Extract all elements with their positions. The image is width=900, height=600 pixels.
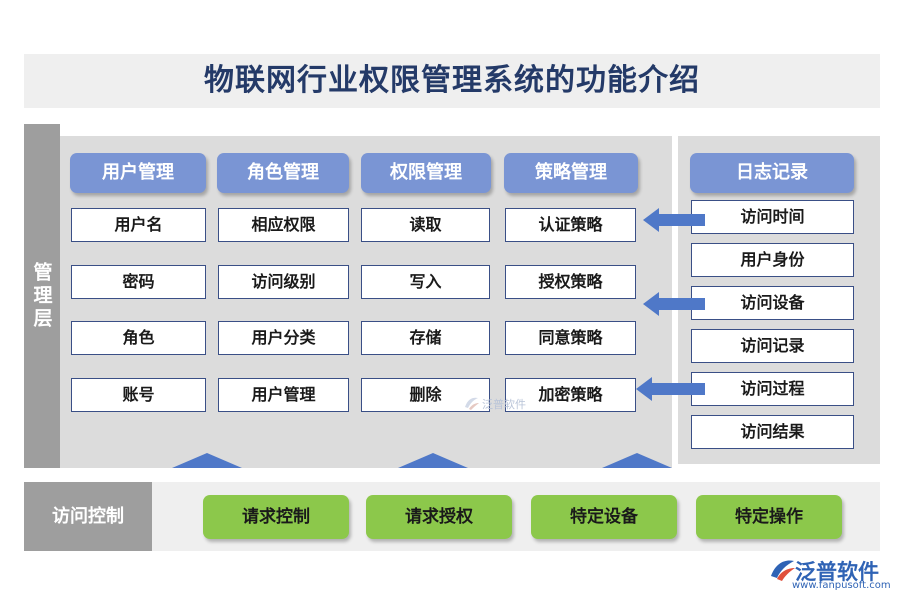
side-label: 管理层 [30,261,53,331]
cell-read: 读取 [361,208,490,242]
cell-store: 存储 [361,321,490,355]
diagram-title: 物联网行业权限管理系统的功能介绍 [204,63,700,98]
log-user-identity: 用户身份 [691,243,854,277]
logo-url: www.fanpusoft.com [792,580,891,591]
cell-access-level: 访问级别 [218,265,349,299]
header-policy-management: 策略管理 [504,153,638,193]
watermark-logo-icon [465,397,479,410]
watermark-text: 泛普软件 [482,398,526,411]
log-access-result: 访问结果 [691,415,854,449]
arrow-up-1 [172,453,242,468]
cell-permissions: 相应权限 [218,208,349,242]
log-access-device: 访问设备 [691,286,854,320]
cell-user-category: 用户分类 [218,321,349,355]
cell-account: 账号 [71,378,206,412]
header-role-management: 角色管理 [217,153,349,193]
cell-role: 角色 [71,321,206,355]
access-request-authorization: 请求授权 [366,495,512,539]
access-request-control: 请求控制 [203,495,349,539]
log-access-process: 访问过程 [691,372,854,406]
access-specific-operation: 特定操作 [696,495,842,539]
fanpu-logo-icon [771,560,795,581]
access-control-label-box [24,482,152,551]
side-bar [24,124,60,468]
log-access-record: 访问记录 [691,329,854,363]
title-band [24,54,880,108]
header-log-records: 日志记录 [690,153,854,193]
cell-encryption-policy: 加密策略 [505,378,636,412]
logo-name: 泛普软件 [795,560,879,584]
cell-consent-policy: 同意策略 [505,321,636,355]
cell-write: 写入 [361,265,490,299]
arrow-up-3 [602,453,672,468]
cell-auth-policy: 认证策略 [505,208,636,242]
arrow-left-3 [636,377,705,401]
header-user-management: 用户管理 [70,153,206,193]
cell-password: 密码 [71,265,206,299]
log-access-time: 访问时间 [691,200,854,234]
arrow-left-1 [643,208,705,232]
access-specific-device: 特定设备 [531,495,677,539]
cell-authorization-policy: 授权策略 [505,265,636,299]
header-permission-management: 权限管理 [361,153,491,193]
arrow-up-2 [398,453,468,468]
arrow-left-2 [643,292,705,316]
access-control-label: 访问控制 [52,506,124,527]
cell-user-admin: 用户管理 [218,378,349,412]
cell-username: 用户名 [71,208,206,242]
